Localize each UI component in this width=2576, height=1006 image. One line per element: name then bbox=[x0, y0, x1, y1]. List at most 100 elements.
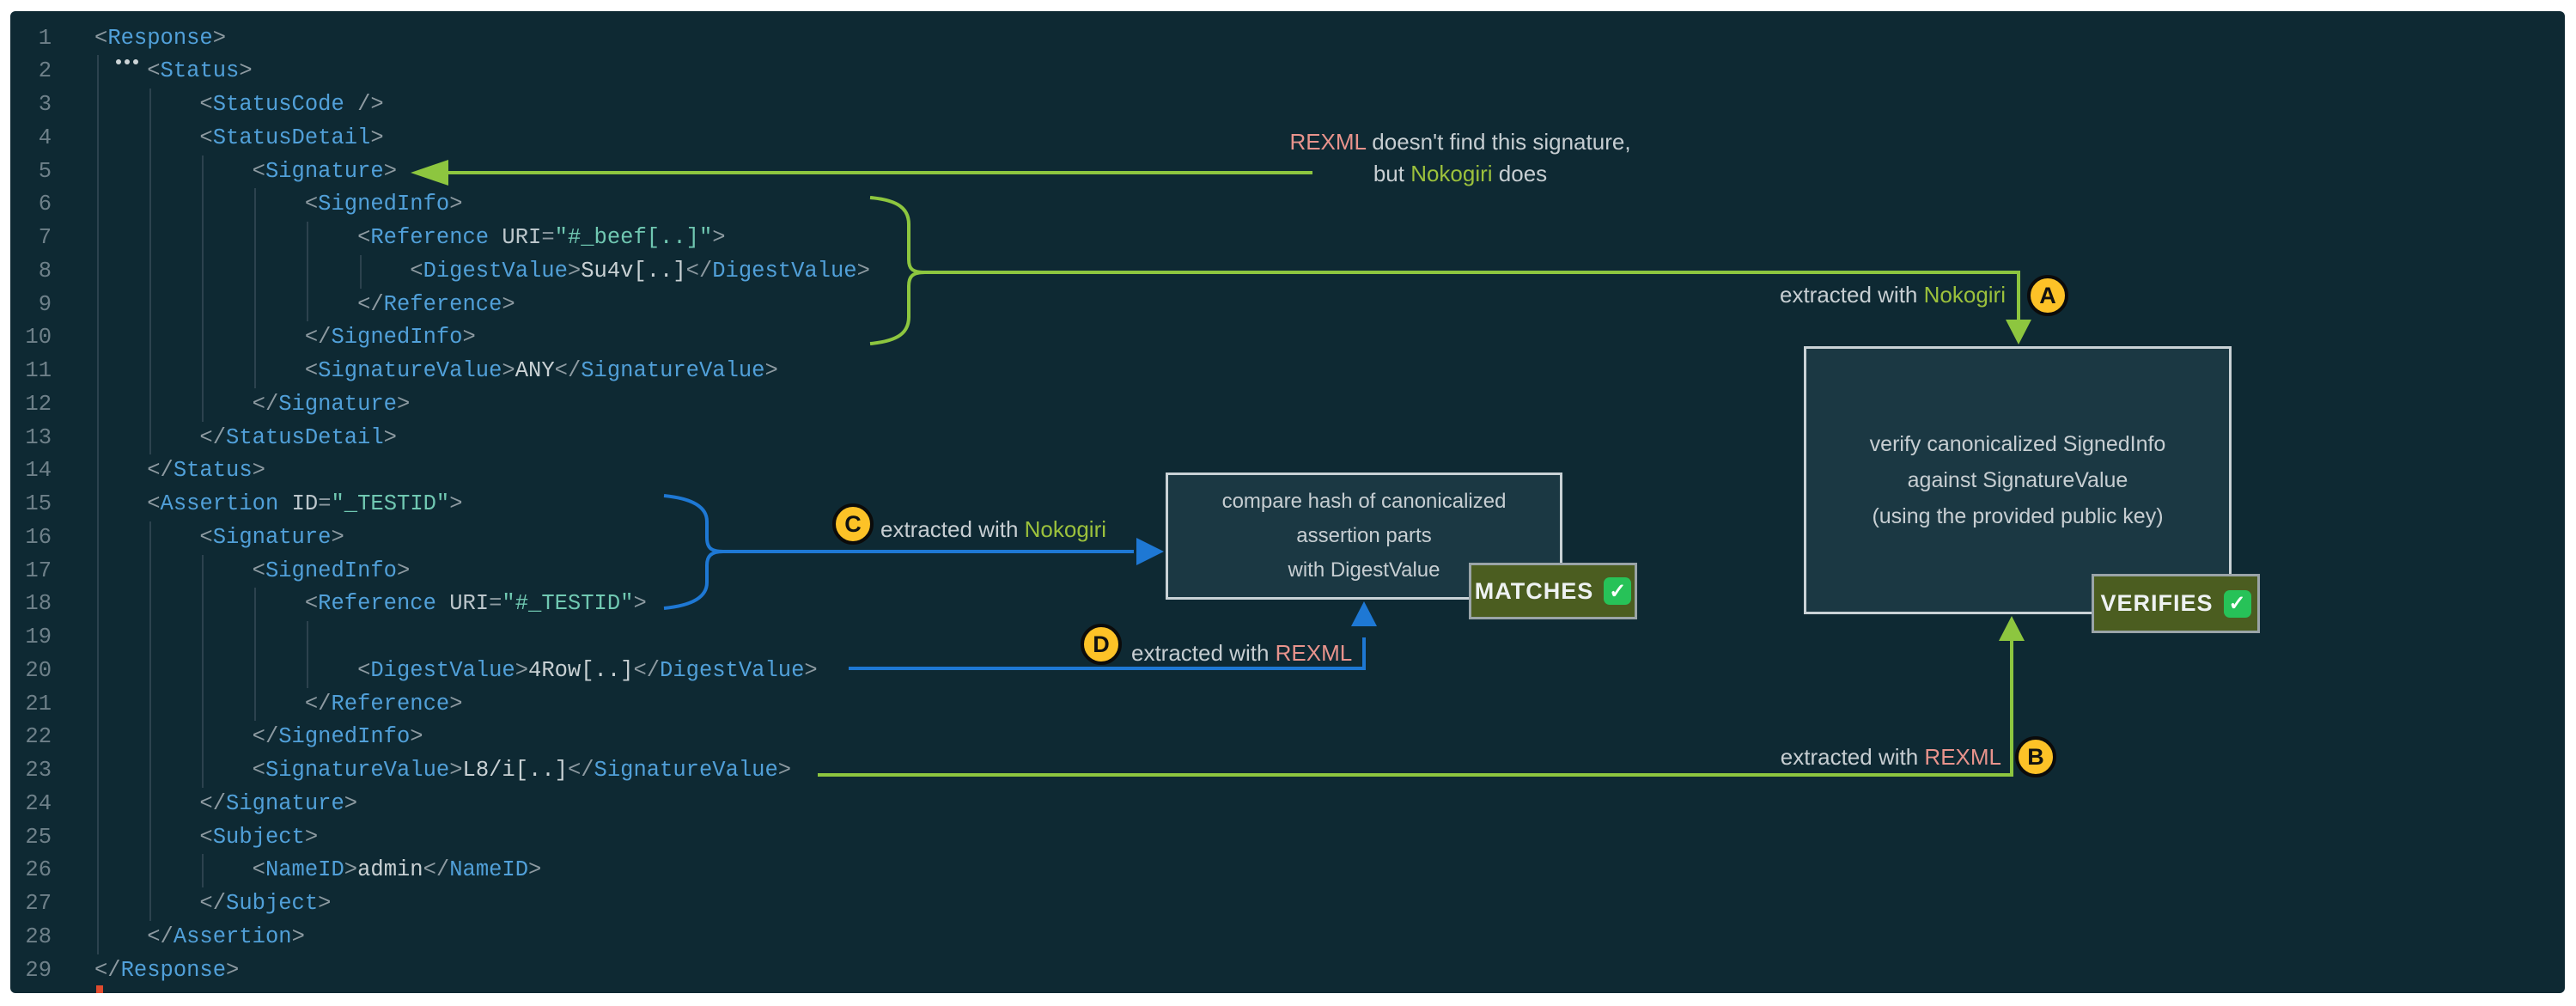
code-line[interactable]: 2 <Status> bbox=[10, 55, 2565, 89]
rexml-note-line2: but Nokogiri does bbox=[1373, 161, 1548, 186]
indent-guide bbox=[96, 687, 99, 722]
marker-d: D bbox=[1081, 624, 1122, 665]
indent-guide bbox=[201, 222, 204, 255]
code-line[interactable]: 5 <Signature> bbox=[10, 155, 2565, 189]
code-line[interactable]: 7 <Reference URI="#_beef[..]"> bbox=[10, 222, 2565, 255]
indent-guide bbox=[96, 721, 99, 755]
indent-guide bbox=[96, 588, 99, 622]
code-line[interactable]: 9 </Reference> bbox=[10, 288, 2565, 322]
code-line[interactable]: 12 </Signature> bbox=[10, 387, 2565, 422]
code-text: <SignedInfo> bbox=[252, 558, 411, 583]
line-number: 16 bbox=[25, 524, 52, 550]
indent-guide bbox=[201, 721, 204, 755]
code-text: <Assertion ID="_TESTID"> bbox=[147, 491, 463, 517]
label-extracted-b: extracted with REXML bbox=[1780, 744, 2001, 770]
code-line[interactable]: 11 <SignatureValue>ANY</SignatureValue> bbox=[10, 355, 2565, 388]
code-line[interactable]: 8 <DigestValue>Su4v[..]</DigestValue> bbox=[10, 254, 2565, 289]
code-line[interactable]: 3 <StatusCode /> bbox=[10, 88, 2565, 122]
indent-guide bbox=[201, 188, 204, 223]
line-number: 25 bbox=[25, 824, 52, 850]
indent-guide bbox=[254, 687, 257, 722]
indent-guide bbox=[96, 488, 99, 521]
code-text: <SignatureValue>L8/i[..]</SignatureValue… bbox=[252, 758, 792, 783]
indent-guide bbox=[201, 854, 204, 888]
matches-badge: MATCHES ✓ bbox=[1469, 563, 1637, 619]
code-line[interactable]: 20 <DigestValue>4Row[..]</DigestValue> bbox=[10, 654, 2565, 688]
verify-box-line3: (using the provided public key) bbox=[1872, 504, 2164, 528]
label-extracted-d: extracted with REXML bbox=[1131, 640, 1353, 666]
indent-guide bbox=[359, 254, 362, 289]
code-line[interactable]: 1<Response> bbox=[10, 22, 2565, 56]
verifies-badge: VERIFIES ✓ bbox=[2092, 574, 2260, 633]
code-text: <SignedInfo> bbox=[304, 192, 463, 217]
indent-guide bbox=[96, 288, 99, 322]
indent-guide bbox=[149, 754, 151, 788]
indent-guide bbox=[149, 188, 151, 223]
indent-guide bbox=[149, 88, 151, 122]
code-line[interactable]: 26 <NameID>admin</NameID> bbox=[10, 854, 2565, 888]
indent-guide bbox=[254, 355, 257, 388]
line-number: 5 bbox=[38, 158, 52, 184]
rexml-note-line1: REXML doesn't find this signature, bbox=[1289, 129, 1631, 155]
indent-guide bbox=[201, 654, 204, 688]
code-line[interactable]: 14 </Status> bbox=[10, 454, 2565, 489]
check-icon: ✓ bbox=[2223, 589, 2251, 618]
indent-guide bbox=[254, 654, 257, 688]
indent-guide bbox=[201, 355, 204, 388]
code-text: </Signature> bbox=[199, 790, 358, 816]
indent-guide bbox=[201, 387, 204, 422]
line-number: 7 bbox=[38, 225, 52, 251]
code-line[interactable]: 17 <SignedInfo> bbox=[10, 554, 2565, 588]
code-text: </Status> bbox=[147, 458, 265, 484]
code-line[interactable]: 13 </StatusDetail> bbox=[10, 421, 2565, 455]
indent-guide bbox=[149, 222, 151, 255]
indent-guide bbox=[149, 254, 151, 289]
indent-guide bbox=[96, 254, 99, 289]
code-text: <SignatureValue>ANY</SignatureValue> bbox=[304, 358, 778, 384]
code-line[interactable]: 4 <StatusDetail> bbox=[10, 121, 2565, 155]
code-line[interactable]: 15 <Assertion ID="_TESTID"> bbox=[10, 488, 2565, 521]
code-line[interactable]: 23 <SignatureValue>L8/i[..]</SignatureVa… bbox=[10, 754, 2565, 788]
code-line[interactable]: 27 </Subject> bbox=[10, 887, 2565, 921]
indent-guide bbox=[96, 121, 99, 155]
indent-guide bbox=[254, 254, 257, 289]
code-line[interactable]: 19 bbox=[10, 621, 2565, 655]
matches-badge-label: MATCHES bbox=[1474, 577, 1594, 604]
indent-guide bbox=[149, 387, 151, 422]
code-line[interactable]: 22 </SignedInfo> bbox=[10, 721, 2565, 755]
label-extracted-a: extracted with Nokogiri bbox=[1779, 282, 2006, 308]
code-line[interactable]: 24 </Signature> bbox=[10, 787, 2565, 821]
code-line[interactable]: 21 </Reference> bbox=[10, 687, 2565, 722]
code-line[interactable]: 28 </Assertion> bbox=[10, 920, 2565, 954]
fold-ellipsis-icon[interactable] bbox=[116, 59, 138, 64]
code-text: </Response> bbox=[94, 957, 240, 983]
indent-guide bbox=[201, 588, 204, 622]
indent-guide bbox=[149, 588, 151, 622]
indent-guide bbox=[96, 55, 99, 89]
marker-a: A bbox=[2027, 275, 2068, 316]
code-line[interactable]: 10 </SignedInfo> bbox=[10, 321, 2565, 356]
compare-box-line2: assertion parts bbox=[1296, 524, 1432, 547]
indent-guide bbox=[149, 854, 151, 888]
code-text: <Response> bbox=[94, 25, 227, 51]
indent-guide bbox=[96, 854, 99, 888]
code-line[interactable]: 18 <Reference URI="#_TESTID"> bbox=[10, 588, 2565, 622]
indent-guide bbox=[254, 288, 257, 322]
indent-guide bbox=[149, 355, 151, 388]
code-line[interactable]: 16 <Signature> bbox=[10, 521, 2565, 555]
line-number: 29 bbox=[25, 957, 52, 983]
line-number: 8 bbox=[38, 258, 52, 284]
indent-guide bbox=[254, 321, 257, 356]
indent-guide bbox=[254, 222, 257, 255]
code-line[interactable]: 6 <SignedInfo> bbox=[10, 188, 2565, 223]
compare-box-line1: compare hash of canonicalized bbox=[1221, 490, 1507, 513]
indent-guide bbox=[201, 621, 204, 655]
code-text: <Subject> bbox=[199, 824, 319, 850]
code-line[interactable]: 25 <Subject> bbox=[10, 820, 2565, 855]
label-extracted-c: extracted with Nokogiri bbox=[880, 516, 1107, 542]
code-line[interactable]: 29 </Response> bbox=[10, 954, 2565, 988]
indent-guide bbox=[149, 288, 151, 322]
line-number: 22 bbox=[25, 724, 52, 750]
line-number: 28 bbox=[25, 924, 52, 949]
code-text: <Signature> bbox=[252, 158, 397, 184]
